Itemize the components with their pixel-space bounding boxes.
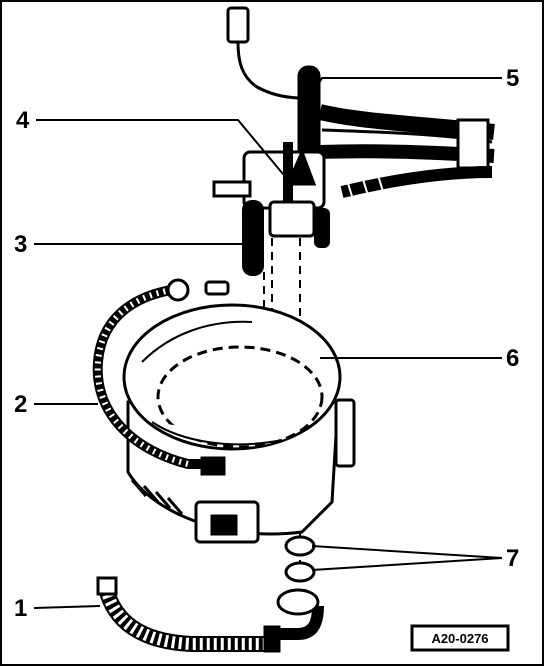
callout-7: 7: [506, 545, 519, 572]
retaining-clip: [204, 280, 230, 296]
part-7-o-rings: [284, 535, 316, 583]
callout-4: 4: [16, 107, 30, 134]
callout-1: 1: [14, 595, 27, 622]
reference-code: A20-0276: [431, 631, 488, 646]
callout-6: 6: [506, 345, 519, 372]
callout-2: 2: [14, 391, 27, 418]
callout-labels: 1 2 3 4 5 6 7: [14, 65, 519, 622]
part-2-coiled-hose: [92, 278, 207, 469]
part-5-upper-line: [297, 65, 495, 207]
part-3-hose: [242, 200, 330, 276]
callout-5: 5: [506, 65, 519, 92]
callout-3: 3: [14, 231, 27, 258]
part-1-corrugated-hose: [96, 576, 324, 653]
part-6-pump-housing: [122, 303, 356, 544]
reference-code-box: A20-0276: [410, 624, 510, 652]
leader-lines: [33, 77, 503, 609]
electrical-connector: [226, 6, 299, 100]
part-4-fitting: [212, 142, 326, 238]
